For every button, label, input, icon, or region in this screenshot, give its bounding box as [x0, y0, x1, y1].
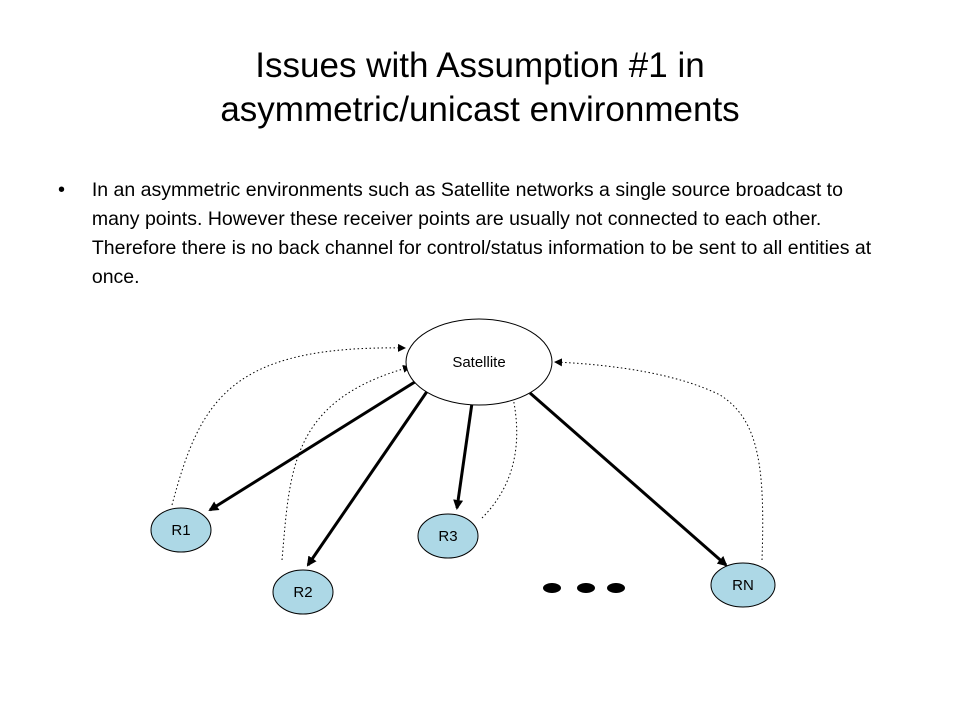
receiver-node-r3: R3: [417, 513, 479, 559]
broadcast-link-r3: [453, 402, 474, 510]
broadcast-link-rn: [529, 391, 728, 567]
return-link-rn: [554, 358, 764, 561]
broadcast-link-r1: [208, 378, 419, 512]
satellite-label: Satellite: [452, 354, 505, 371]
bullet-item: • In an asymmetric environments such as …: [58, 176, 888, 292]
receiver-node-rn: RN: [710, 562, 776, 608]
satellite-node: Satellite: [405, 318, 553, 406]
bullet-list: • In an asymmetric environments such as …: [58, 176, 888, 292]
ellipsis-dots: [543, 583, 625, 593]
receiver-label-rn: RN: [732, 577, 754, 594]
receiver-label-r3: R3: [438, 528, 457, 545]
return-link-r1: [171, 343, 406, 506]
bullet-marker: •: [58, 179, 66, 201]
title-line-1: Issues with Assumption #1 in: [255, 46, 705, 85]
receiver-label-r1: R1: [171, 522, 190, 539]
slide-title: Issues with Assumption #1 in asymmetric/…: [0, 44, 960, 132]
title-line-2: asymmetric/unicast environments: [220, 90, 740, 129]
broadcast-link-r2: [306, 389, 430, 567]
receiver-label-r2: R2: [293, 584, 312, 601]
receiver-node-r1: R1: [150, 507, 212, 553]
return-link-r2: [281, 365, 411, 561]
bullet-text: In an asymmetric environments such as Sa…: [91, 179, 872, 288]
receiver-node-r2: R2: [272, 569, 334, 615]
return-link-r3: [481, 392, 518, 519]
